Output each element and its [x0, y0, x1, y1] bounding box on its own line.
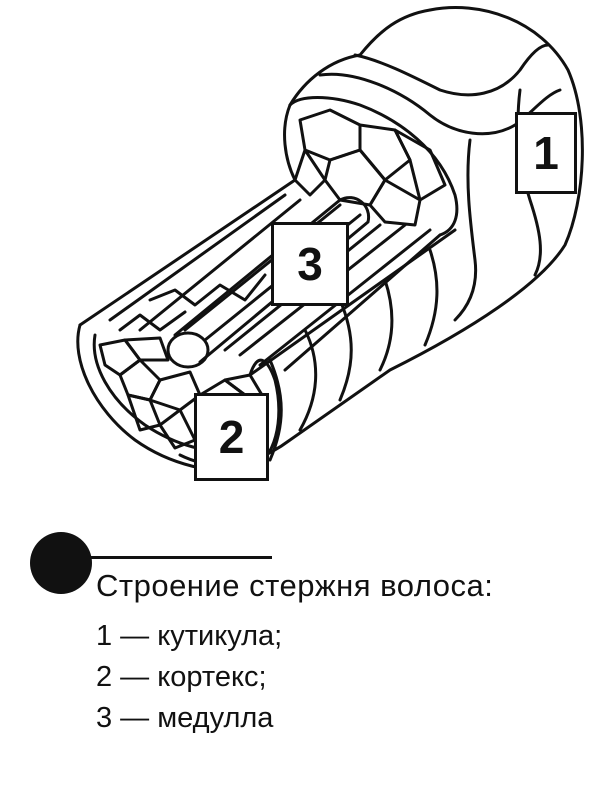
cuticle-scale-band	[318, 72, 562, 136]
cuticle-scale-band	[423, 248, 439, 347]
cuticle-scale-band	[453, 138, 478, 322]
cross-section-cell	[98, 338, 142, 377]
cortex-cell	[293, 148, 327, 197]
legend-item-cuticle: 1 — кутикула;	[96, 620, 283, 652]
cortex-fibre	[108, 193, 287, 322]
cortex-fibre	[138, 198, 302, 332]
legend-title: Строение стержня волоса:	[96, 568, 494, 603]
shaft-cut-plane-edge	[283, 233, 442, 372]
inner-cut-left	[283, 103, 297, 182]
cross-section-cell	[223, 373, 264, 397]
cuticle-scale-band	[338, 298, 353, 402]
legend-item-cortex: 2 — кортекс;	[96, 661, 267, 693]
cuticle-scale-band	[378, 278, 394, 372]
cortex-cell	[368, 178, 422, 227]
cortex-cell	[358, 123, 412, 182]
cortex-fibre-zigzag	[118, 310, 187, 332]
cuticle-scale-band	[298, 328, 318, 432]
cross-section-cell	[123, 336, 170, 362]
legend-bullet	[30, 532, 92, 594]
legend-item-medulla: 3 — медулла	[96, 702, 274, 734]
cuticle-scale-band	[353, 43, 550, 97]
callout-label-medulla: 3	[271, 222, 349, 306]
medulla-rod	[173, 196, 371, 364]
shaft-cut-plane-bottom	[248, 228, 457, 377]
cuticle-scale-band	[268, 358, 283, 462]
inner-cut-ellipse	[288, 96, 459, 237]
cortex-cell	[393, 128, 447, 202]
shaft-cut-plane-top	[78, 178, 297, 327]
cortex-fibre-zigzag	[148, 273, 267, 307]
cross-section-cell	[148, 370, 202, 412]
callout-label-cortex: 2	[194, 393, 269, 481]
medulla-end	[166, 331, 210, 369]
callout-label-cuticle: 1	[515, 112, 577, 194]
legend-divider	[88, 556, 272, 559]
